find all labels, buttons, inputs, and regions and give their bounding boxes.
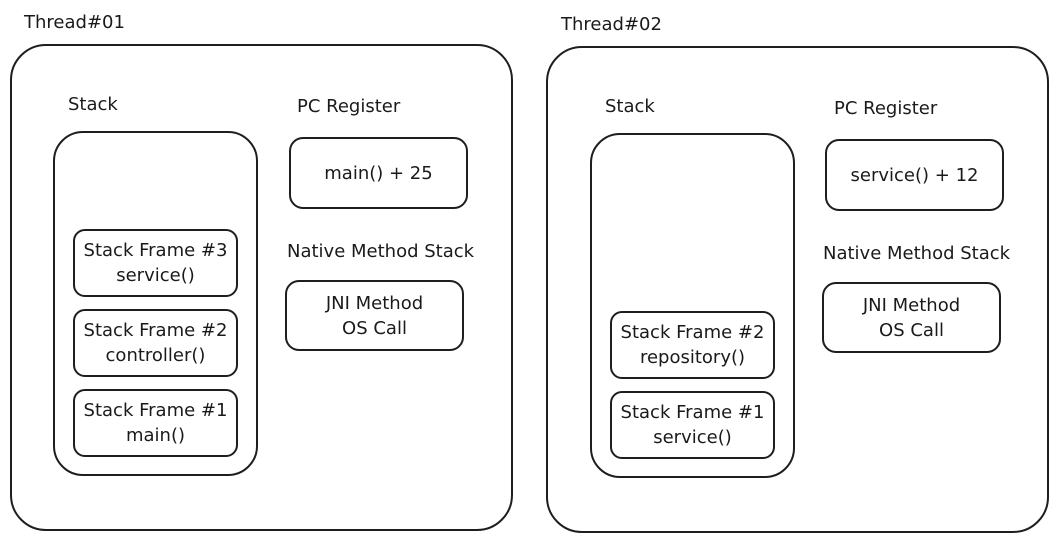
stack-frame-title: Stack Frame #1 (83, 400, 228, 421)
thread-2-stack-frame-1: Stack Frame #1 service() (610, 391, 775, 459)
thread-2-native-method-stack-label: Native Method Stack (823, 243, 1011, 264)
thread-1-stack-frame-3: Stack Frame #3 service() (73, 229, 238, 297)
thread-1-pc-register: main() + 25 (289, 137, 468, 209)
native-method-line-1: JNI Method (325, 292, 424, 314)
stack-frame-title: Stack Frame #3 (83, 240, 228, 261)
thread-2-pc-register-label: PC Register (834, 98, 938, 119)
thread-1-native-method-stack: JNI Method OS Call (285, 280, 464, 351)
stack-frame-title: Stack Frame #2 (620, 322, 765, 343)
stack-frame-method: service() (116, 265, 195, 286)
thread-1-title: Thread#01 (24, 12, 125, 33)
native-method-line-1: JNI Method (862, 294, 961, 316)
thread-1-native-method-stack-label: Native Method Stack (287, 241, 475, 262)
thread-2-stack-frame-2: Stack Frame #2 repository() (610, 311, 775, 379)
native-method-line-2: OS Call (879, 319, 944, 341)
thread-1-stack-frame-2: Stack Frame #2 controller() (73, 309, 238, 377)
thread-1-pc-register-label: PC Register (297, 96, 401, 117)
native-method-line-2: OS Call (342, 317, 407, 339)
pc-register-value: service() + 12 (850, 164, 979, 186)
thread-2-native-method-stack: JNI Method OS Call (822, 282, 1001, 353)
stack-frame-title: Stack Frame #1 (620, 402, 765, 423)
thread-1-stack-label: Stack (68, 94, 118, 115)
stack-frame-method: service() (653, 427, 732, 448)
stack-frame-method: repository() (639, 347, 746, 368)
pc-register-value: main() + 25 (324, 162, 433, 184)
thread-2-stack-label: Stack (605, 96, 655, 117)
thread-2-pc-register: service() + 12 (825, 139, 1004, 211)
stack-frame-method: controller() (105, 345, 206, 366)
thread-1-stack-frame-1: Stack Frame #1 main() (73, 389, 238, 457)
stack-frame-title: Stack Frame #2 (83, 320, 228, 341)
thread-2-title: Thread#02 (561, 14, 662, 35)
stack-frame-method: main() (125, 425, 186, 446)
